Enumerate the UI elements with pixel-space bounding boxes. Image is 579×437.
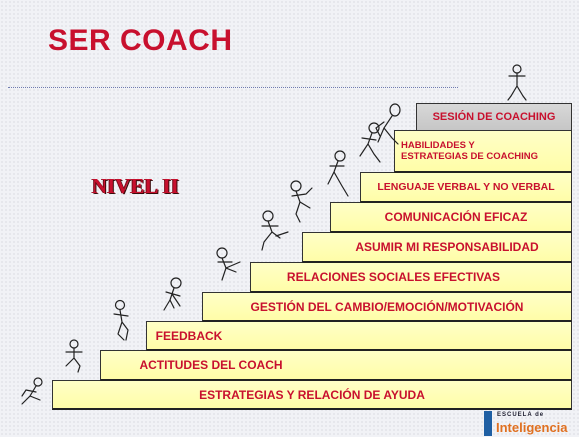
stick-figure-icon bbox=[507, 64, 527, 101]
stick-figure-icon bbox=[163, 277, 182, 311]
step-2: ACTITUDES DEL COACH bbox=[100, 350, 572, 381]
stick-figure-icon bbox=[359, 122, 381, 163]
logo-line1: ESCUELA de bbox=[497, 412, 545, 418]
step-9-label-line1: HABILIDADES Y bbox=[401, 140, 475, 151]
step-8-label: LENGUAJE VERBAL Y NO VERBAL bbox=[377, 181, 555, 193]
stick-figure-icon bbox=[327, 150, 349, 197]
stick-figure-icon bbox=[290, 180, 313, 223]
step-9: HABILIDADES Y ESTRATEGIAS DE COACHING bbox=[394, 130, 572, 173]
stick-figure-icon bbox=[216, 247, 241, 281]
step-7: COMUNICACIÓN EFICAZ bbox=[330, 202, 572, 233]
step-1: ESTRATEGIAS Y RELACIÓN DE AYUDA bbox=[52, 380, 572, 410]
logo-bar bbox=[484, 411, 492, 436]
step-10-label: SESIÓN DE COACHING bbox=[432, 111, 556, 123]
step-8: LENGUAJE VERBAL Y NO VERBAL bbox=[360, 172, 572, 203]
stick-figure-icon bbox=[375, 103, 401, 145]
step-6-label: ASUMIR MI RESPONSABILIDAD bbox=[355, 240, 539, 254]
step-1-label: ESTRATEGIAS Y RELACIÓN DE AYUDA bbox=[199, 387, 425, 402]
stick-figure-icon bbox=[261, 210, 289, 251]
logo-line2: Inteligencia bbox=[496, 420, 568, 435]
stick-figure-icon bbox=[65, 339, 83, 373]
step-9-label-line2: ESTRATEGIAS DE COACHING bbox=[401, 151, 539, 162]
stick-figure-icon bbox=[21, 377, 43, 405]
step-6: ASUMIR MI RESPONSABILIDAD bbox=[302, 232, 572, 263]
step-3-label: FEEDBACK bbox=[155, 328, 223, 343]
step-5-label: RELACIONES SOCIALES EFECTIVAS bbox=[286, 270, 501, 284]
school-logo: ESCUELA de Inteligencia bbox=[484, 408, 576, 436]
step-4: GESTIÓN DEL CAMBIO/EMOCIÓN/MOTIVACIÓN bbox=[202, 292, 572, 322]
step-4-label: GESTIÓN DEL CAMBIO/EMOCIÓN/MOTIVACIÓN bbox=[250, 299, 524, 314]
step-10: SESIÓN DE COACHING bbox=[416, 103, 572, 131]
title-divider bbox=[8, 87, 458, 88]
step-2-label: ACTITUDES DEL COACH bbox=[139, 358, 283, 372]
stick-figure-icon bbox=[113, 299, 129, 341]
slide-title: SER COACH bbox=[48, 24, 233, 57]
level-label: NIVEL II bbox=[92, 174, 179, 198]
step-7-label: COMUNICACIÓN EFICAZ bbox=[384, 210, 528, 224]
